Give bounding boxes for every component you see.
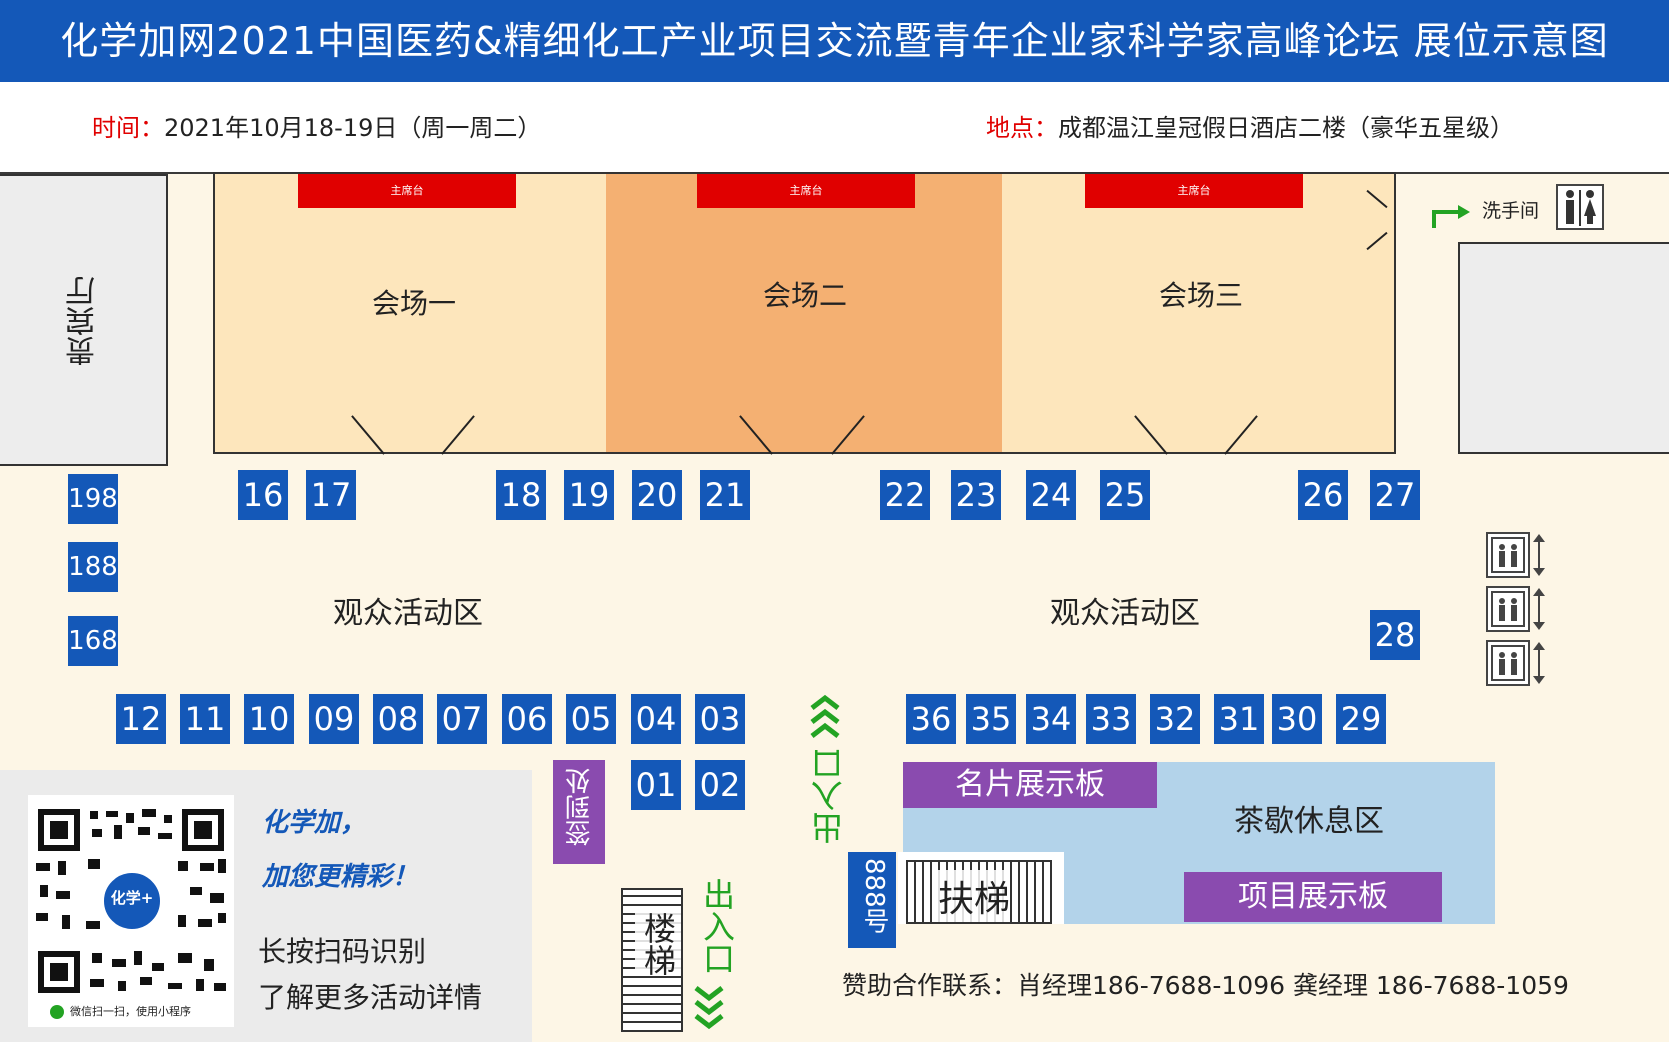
main-entrance-label: 出入口: [810, 748, 848, 844]
side-room: [1458, 242, 1669, 454]
elevator-arrows-icon: [1532, 532, 1546, 578]
hall-2-name: 会场二: [763, 279, 848, 312]
booth-24[interactable]: 24: [1026, 470, 1076, 520]
info-bar: 时间：2021年10月18-19日（周一周二） 地点：成都温江皇冠假日酒店二楼（…: [0, 82, 1669, 174]
hall-3: 主席台 会场三: [1002, 172, 1396, 454]
booth-29[interactable]: 29: [1336, 694, 1386, 744]
booth-30[interactable]: 30: [1272, 694, 1322, 744]
washroom-arrow-icon: [1430, 204, 1470, 230]
stairs-label: 楼梯: [635, 912, 681, 976]
qr-text-line-1: 长按扫码识别: [258, 935, 427, 968]
booth-17[interactable]: 17: [306, 470, 356, 520]
mini-program-icon: [50, 1005, 64, 1019]
booth-31[interactable]: 31: [1214, 694, 1264, 744]
hall-2-stage: 主席台: [697, 174, 915, 208]
booth-28[interactable]: 28: [1370, 610, 1420, 660]
event-time: 时间：2021年10月18-19日（周一周二）: [92, 108, 541, 148]
booth-03[interactable]: 03: [695, 694, 745, 744]
booth-21[interactable]: 21: [700, 470, 750, 520]
booth-19[interactable]: 19: [564, 470, 614, 520]
signin-label: 签到处: [565, 768, 595, 846]
booth-09[interactable]: 09: [309, 694, 359, 744]
booth-198[interactable]: 198: [68, 474, 118, 524]
vip-room-label: 贵宾厅: [66, 276, 101, 366]
hall-1-stage: 主席台: [298, 174, 516, 208]
booth-02[interactable]: 02: [695, 760, 745, 810]
booth-27[interactable]: 27: [1370, 470, 1420, 520]
audience-zone-left: 观众活动区: [333, 596, 483, 631]
booth-888[interactable]: 888号: [848, 852, 896, 948]
place-value: 成都温江皇冠假日酒店二楼（豪华五星级）: [1058, 114, 1514, 142]
booth-04[interactable]: 04: [631, 694, 681, 744]
stairs: 楼梯: [621, 888, 683, 1032]
booth-188[interactable]: 188: [68, 542, 118, 592]
hall-2: 主席台 会场二: [606, 172, 1004, 454]
restroom-icon: [1556, 184, 1604, 230]
hall-1: 主席台 会场一: [213, 172, 608, 454]
booth-888-label: 888号: [859, 858, 889, 934]
hall-3-stage: 主席台: [1085, 174, 1303, 208]
booth-34[interactable]: 34: [1026, 694, 1076, 744]
booth-05[interactable]: 05: [566, 694, 616, 744]
booth-01[interactable]: 01: [631, 760, 681, 810]
elevator-icon: [1486, 640, 1530, 686]
booth-32[interactable]: 32: [1150, 694, 1200, 744]
slogan-line-1: 化学加，: [262, 808, 367, 838]
event-place: 地点：成都温江皇冠假日酒店二楼（豪华五星级）: [986, 108, 1514, 148]
signin-desk[interactable]: 签到处: [553, 760, 605, 864]
project-display-board: 项目展示板: [1184, 872, 1442, 922]
booth-22[interactable]: 22: [880, 470, 930, 520]
escalator: 扶梯: [906, 860, 1052, 924]
tea-area-label: 茶歇休息区: [1234, 804, 1384, 839]
place-label: 地点：: [986, 114, 1058, 142]
booth-23[interactable]: 23: [951, 470, 1001, 520]
booth-25[interactable]: 25: [1100, 470, 1150, 520]
elevator-arrows-icon: [1532, 586, 1546, 632]
qr-text-line-2: 了解更多活动详情: [258, 981, 483, 1014]
page-title: 化学加网2021中国医药&精细化工产业项目交流暨青年企业家科学家高峰论坛 展位示…: [0, 0, 1669, 82]
booth-20[interactable]: 20: [632, 470, 682, 520]
booth-168[interactable]: 168: [68, 616, 118, 666]
slogan-line-2: 加您更精彩！: [262, 862, 419, 892]
booth-35[interactable]: 35: [966, 694, 1016, 744]
booth-33[interactable]: 33: [1086, 694, 1136, 744]
booth-36[interactable]: 36: [906, 694, 956, 744]
vip-room: 贵宾厅: [0, 174, 168, 466]
card-display-board: 名片展示板: [903, 762, 1157, 808]
stairs-chevrons-icon: [692, 984, 726, 1036]
washroom-label: 洗手间: [1482, 200, 1540, 222]
elevator-arrows-icon: [1532, 640, 1546, 686]
booth-16[interactable]: 16: [238, 470, 288, 520]
booth-07[interactable]: 07: [437, 694, 487, 744]
time-value: 2021年10月18-19日（周一周二）: [164, 114, 542, 142]
audience-zone-right: 观众活动区: [1050, 596, 1200, 631]
qr-code[interactable]: 化学+ 微信扫一扫，使用小程序: [28, 795, 234, 1027]
stairs-entrance-label: 出入口: [698, 878, 736, 974]
booth-06[interactable]: 06: [502, 694, 552, 744]
booth-18[interactable]: 18: [496, 470, 546, 520]
time-label: 时间：: [92, 114, 164, 142]
elevator-icon: [1486, 532, 1530, 578]
booth-10[interactable]: 10: [244, 694, 294, 744]
booth-12[interactable]: 12: [116, 694, 166, 744]
hall-3-name: 会场三: [1159, 279, 1244, 312]
booth-08[interactable]: 08: [373, 694, 423, 744]
booth-11[interactable]: 11: [180, 694, 230, 744]
booth-26[interactable]: 26: [1298, 470, 1348, 520]
qr-caption: 微信扫一扫，使用小程序: [70, 1005, 191, 1018]
hall-1-name: 会场一: [372, 287, 457, 320]
qr-badge: 化学+: [110, 889, 154, 907]
entrance-chevrons-icon: [808, 694, 842, 746]
elevator-icon: [1486, 586, 1530, 632]
sponsor-contact: 赞助合作联系：肖经理186-7688-1096 龚经理 186-7688-105…: [842, 971, 1569, 1000]
escalator-label: 扶梯: [938, 870, 1011, 922]
